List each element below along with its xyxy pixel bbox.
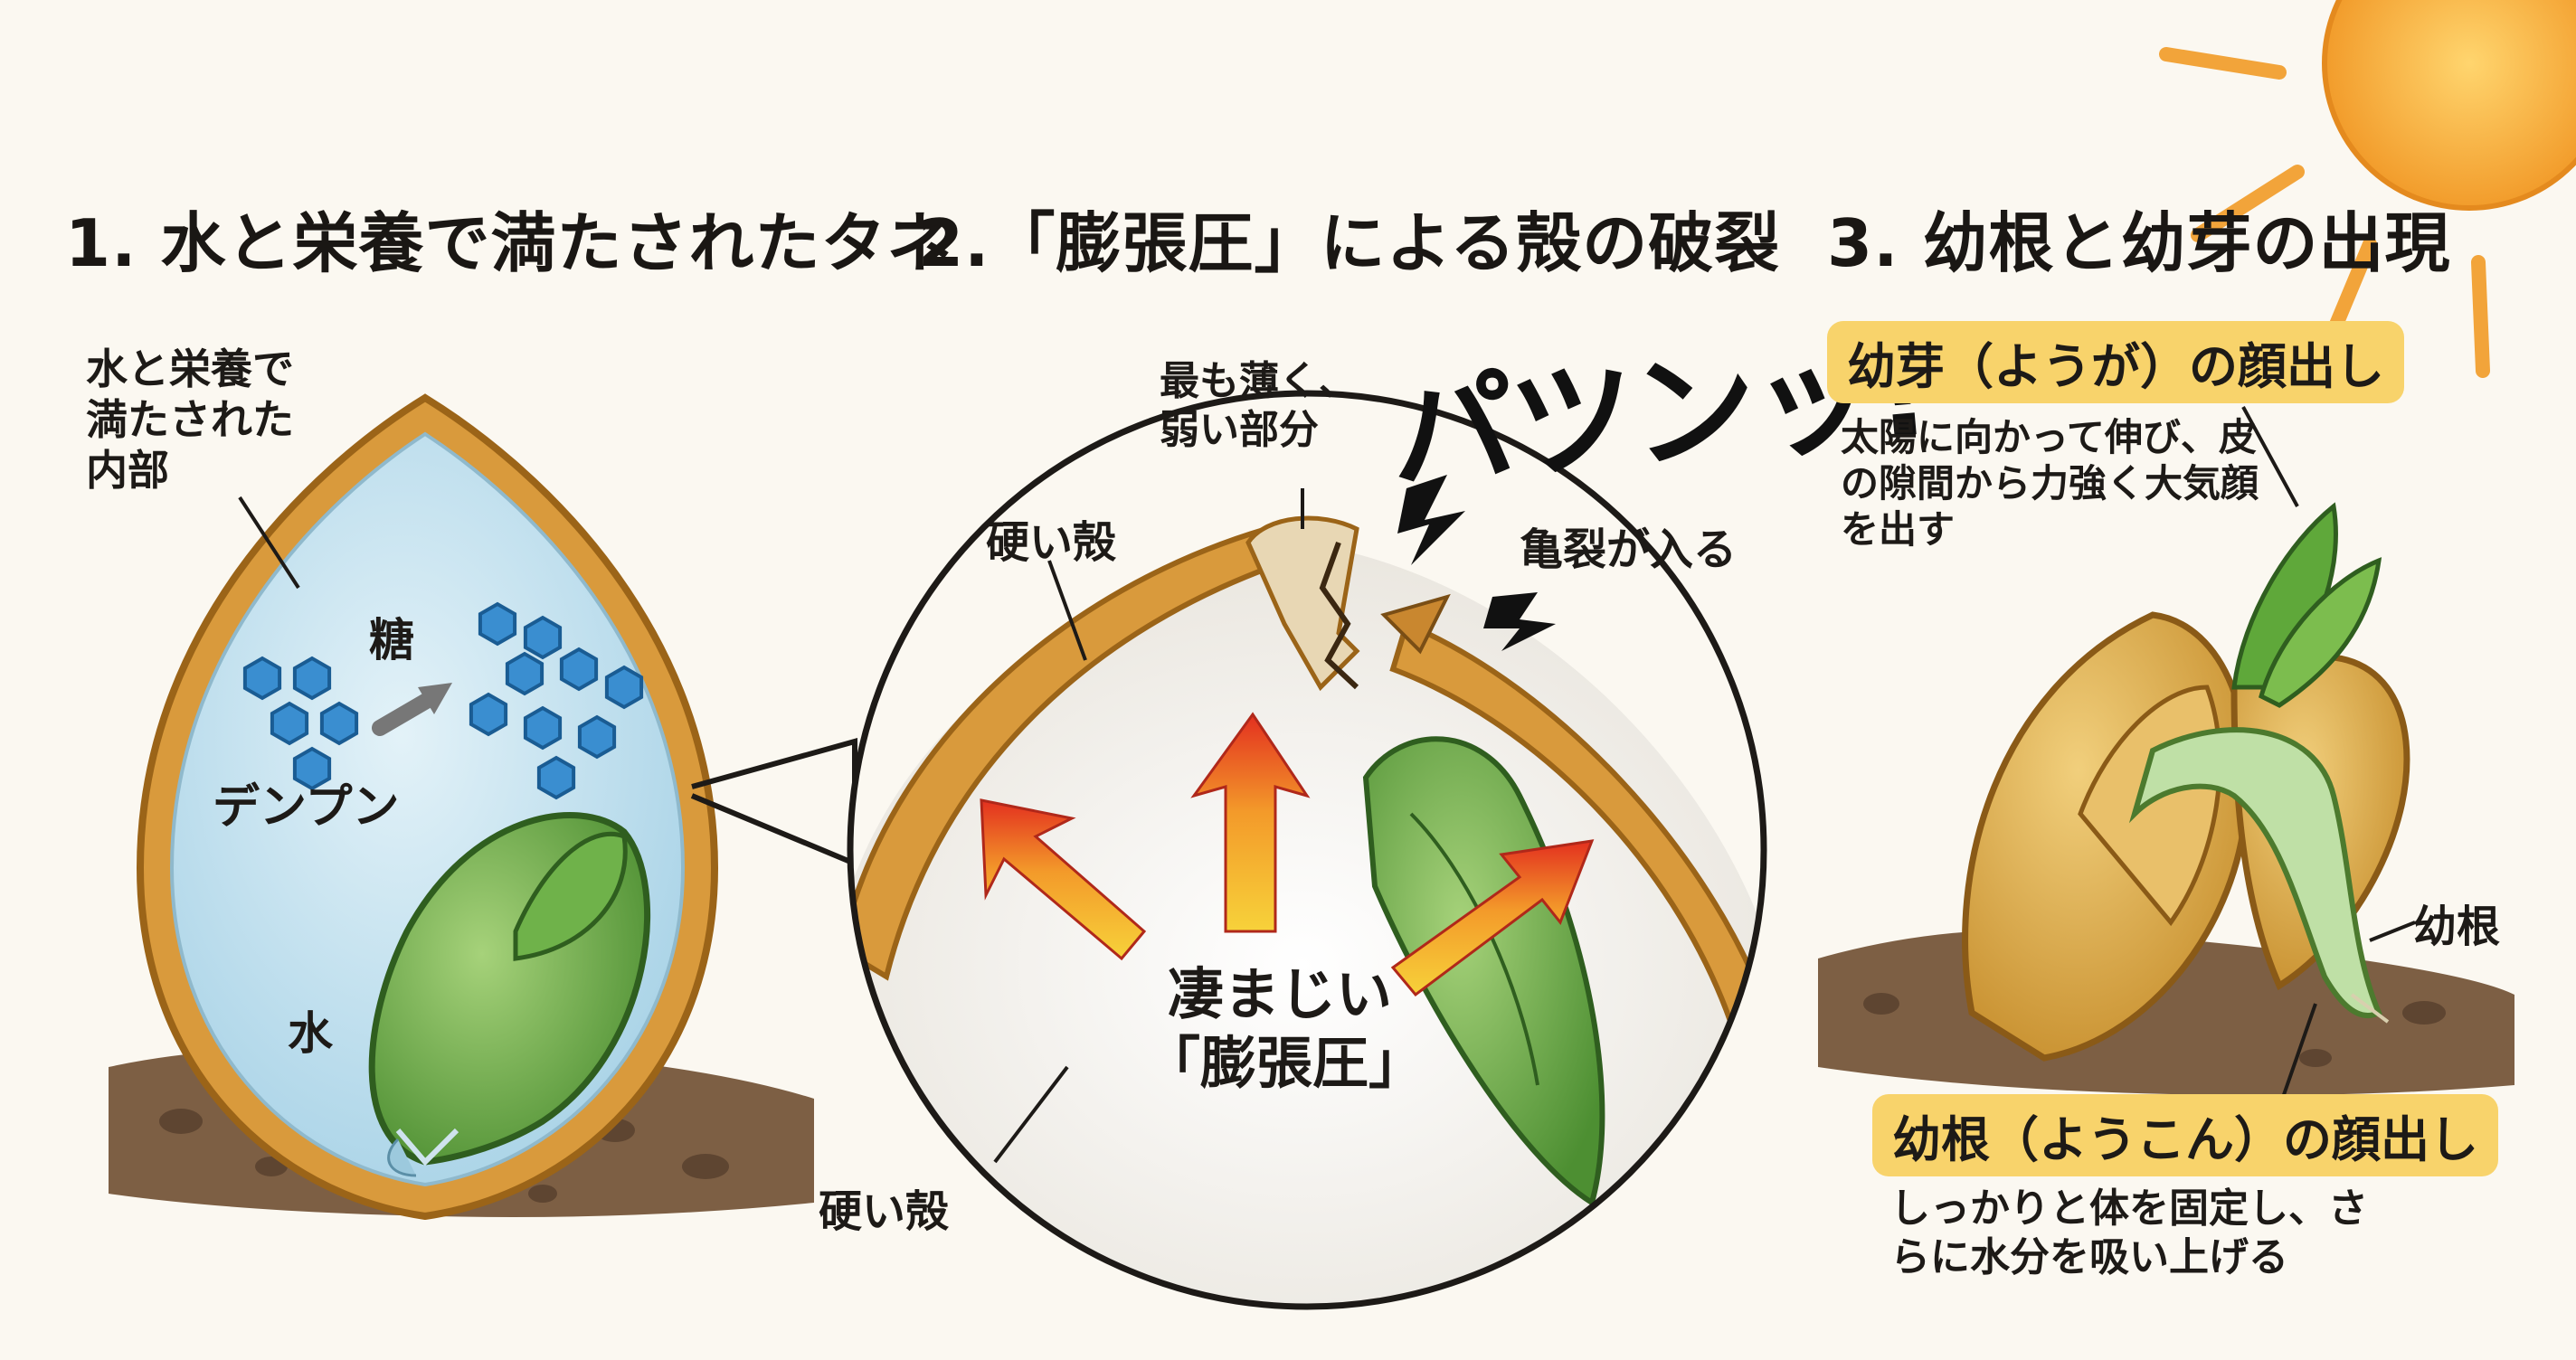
sun-icon xyxy=(2159,0,2576,378)
hexagon-molecule-icon xyxy=(292,746,332,791)
hexagon-molecule-icon xyxy=(523,705,563,751)
pressure-arrows-icon xyxy=(980,712,1595,997)
hexagon-molecule-icon xyxy=(292,656,332,701)
plumule-title-label: 幼芽（ようが）の顔出し xyxy=(1827,321,2404,403)
hexagon-molecule-icon xyxy=(536,755,576,800)
weak-spot-label: 最も薄く、弱い部分 xyxy=(1160,358,1359,453)
radicle-side-label: 幼根 xyxy=(2413,902,2501,952)
hard-shell-top-label: 硬い殻 xyxy=(986,517,1117,568)
hexagon-molecule-icon xyxy=(604,665,644,710)
panel2-zoom-circle xyxy=(847,390,1767,1310)
step1-heading: 1. 水と栄養で満たされたタネ xyxy=(65,205,953,281)
hexagon-molecule-icon xyxy=(270,701,309,746)
conversion-arrow-icon xyxy=(372,683,452,736)
water-label: 水 xyxy=(288,1007,333,1060)
hexagon-molecule-icon xyxy=(523,615,563,660)
step2-heading: 2.「膨張圧」による殻の破裂 xyxy=(918,205,1781,281)
hexagon-molecule-icon xyxy=(505,651,545,696)
plumule-icon xyxy=(2231,502,2382,708)
hexagon-molecule-icon xyxy=(469,692,508,737)
panel3-sprout xyxy=(1818,406,2514,1109)
hexagon-molecule-icon xyxy=(242,656,282,701)
radicle-title-label: 幼根（ようこん）の顔出し xyxy=(1872,1094,2498,1176)
sugar-label: 糖 xyxy=(369,614,414,666)
radicle-icon xyxy=(2128,727,2390,1024)
hexagon-molecule-icon xyxy=(559,647,599,692)
hard-shell-bottom-label: 硬い殻 xyxy=(819,1186,950,1237)
embryo-icon xyxy=(368,812,651,1177)
starch-hexagons xyxy=(242,601,644,800)
step3-heading: 3. 幼根と幼芽の出現 xyxy=(1827,205,2451,281)
interior-label: 水と栄養で満たされた内部 xyxy=(86,345,294,496)
hexagon-molecule-icon xyxy=(577,714,617,760)
lightning-icon xyxy=(1397,475,1556,651)
crack-label: 亀裂が入る xyxy=(1520,524,1738,575)
hexagon-molecule-icon xyxy=(478,601,517,647)
expansion-pressure-label: 凄まじい「膨張圧」 xyxy=(1144,961,1425,1096)
hexagon-molecule-icon xyxy=(319,701,359,746)
plumule-description: 太陽に向かって伸び、皮の隙間から力強く大気顔を出す xyxy=(1841,415,2259,552)
starch-label: デンプン xyxy=(213,780,400,835)
radicle-description: しっかりと体を固定し、さらに水分を吸い上げる xyxy=(1890,1185,2368,1280)
panel1-seed xyxy=(109,393,814,1221)
